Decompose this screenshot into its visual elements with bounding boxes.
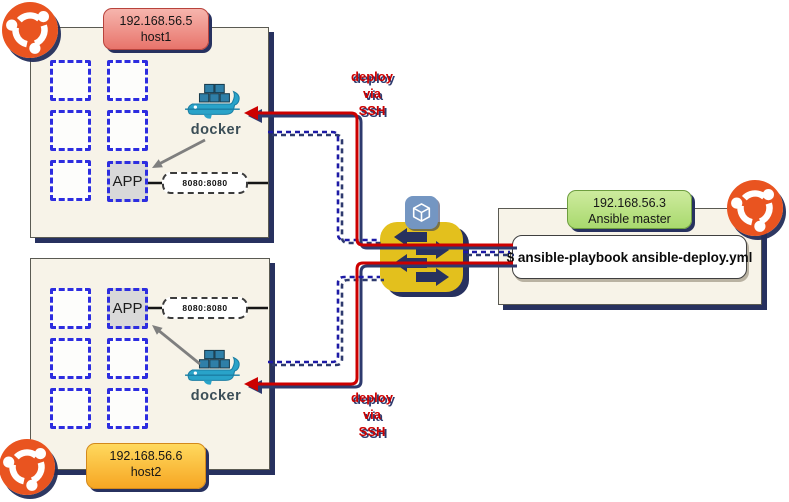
command-box: $ ansible-playbook ansible-deploy.yml bbox=[507, 235, 752, 279]
host2-ip-label: 192.168.56.6 host2 bbox=[86, 443, 206, 489]
ssh-line: via bbox=[362, 407, 382, 422]
container-slot bbox=[50, 288, 91, 329]
ssh-line: SSH bbox=[358, 103, 386, 118]
switch-arrows-icon bbox=[394, 228, 449, 286]
deploy-ssh-label-top: deploy via SSH bbox=[340, 68, 404, 119]
master-name: Ansible master bbox=[588, 212, 671, 226]
port-badge-host1: 8080:8080 bbox=[162, 172, 248, 194]
container-slot bbox=[107, 60, 148, 101]
ubuntu-logo bbox=[2, 2, 58, 58]
host2-name: host2 bbox=[130, 465, 162, 479]
ansible-master-label: 192.168.56.3 Ansible master bbox=[567, 190, 692, 229]
host1-ip: 192.168.56.5 bbox=[119, 14, 193, 28]
network-switch bbox=[380, 222, 463, 292]
host1-ip-label: 192.168.56.5 host1 bbox=[103, 8, 209, 50]
docker-wordmark: docker bbox=[190, 122, 242, 138]
container-slot bbox=[107, 338, 148, 379]
ssh-line: deploy bbox=[351, 390, 393, 405]
deploy-ssh-label-bottom: deploy via SSH bbox=[340, 389, 404, 440]
app-label: APP bbox=[112, 300, 143, 317]
app-container-host1: APP bbox=[107, 161, 148, 202]
ssh-line: SSH bbox=[358, 424, 386, 439]
ssh-line: deploy bbox=[351, 69, 393, 84]
docker-whale-icon bbox=[185, 83, 240, 119]
container-slot bbox=[50, 110, 91, 151]
container-slot bbox=[107, 388, 148, 429]
master-ip: 192.168.56.3 bbox=[593, 196, 666, 210]
docker-logo-host2: docker bbox=[184, 348, 248, 404]
ubuntu-logo bbox=[0, 439, 55, 495]
host1-name: host1 bbox=[140, 30, 172, 44]
app-container-host2: APP bbox=[107, 288, 148, 329]
ubuntu-logo bbox=[727, 180, 783, 236]
ansible-command: $ ansible-playbook ansible-deploy.yml bbox=[506, 249, 753, 265]
docker-logo-host1: docker bbox=[184, 82, 248, 138]
container-slot bbox=[50, 338, 91, 379]
container-slot bbox=[50, 388, 91, 429]
virtualbox-cube-icon bbox=[405, 196, 438, 229]
port-badge-host2: 8080:8080 bbox=[162, 297, 248, 319]
ssh-line: via bbox=[362, 86, 382, 101]
port-label: 8080:8080 bbox=[182, 303, 228, 313]
app-label: APP bbox=[112, 173, 143, 190]
container-slot bbox=[107, 110, 148, 151]
docker-wordmark: docker bbox=[190, 388, 242, 404]
container-slot bbox=[50, 160, 91, 201]
host2-ip: 192.168.56.6 bbox=[109, 449, 183, 463]
container-slot bbox=[50, 60, 91, 101]
docker-whale-icon bbox=[185, 349, 240, 385]
port-label: 8080:8080 bbox=[182, 178, 228, 188]
